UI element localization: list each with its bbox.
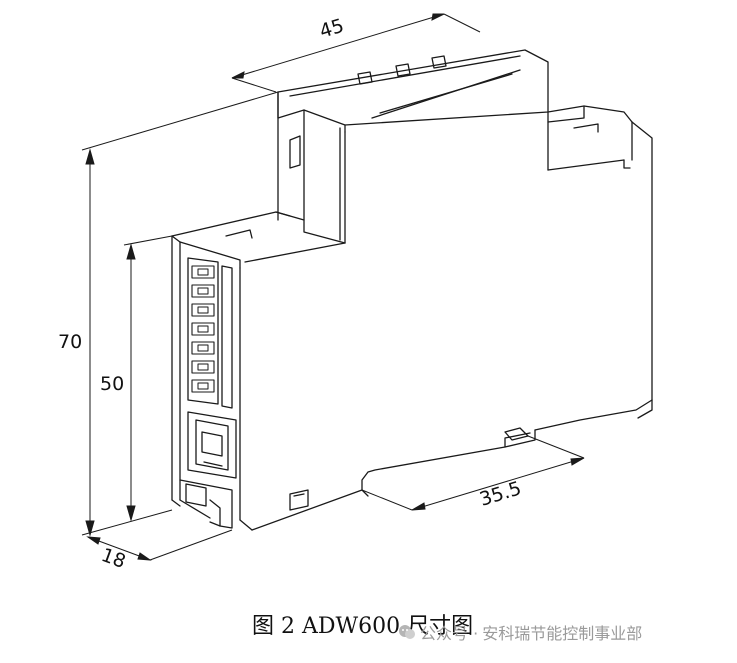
terminal-screw bbox=[197, 344, 209, 352]
terminal-slot bbox=[191, 303, 215, 317]
front-module bbox=[171, 211, 346, 529]
terminal-screws bbox=[191, 265, 215, 393]
terminal-slot bbox=[191, 379, 215, 393]
led-indicators bbox=[357, 55, 447, 85]
dimension-lines bbox=[81, 13, 585, 561]
watermark: 公众号 · 安科瑞节能控制事业部 bbox=[398, 620, 642, 644]
terminal-slot bbox=[191, 265, 215, 279]
terminal-slot bbox=[191, 284, 215, 298]
terminal-screw bbox=[197, 287, 209, 295]
dim-height-front-label: 50 bbox=[100, 373, 124, 395]
figure-caption: 图 2 ADW600 尺寸图 bbox=[252, 614, 474, 639]
dim-rail-label: 35.5 bbox=[477, 477, 524, 510]
terminal-screw bbox=[197, 382, 209, 390]
wechat-icon bbox=[399, 625, 415, 639]
dim-depth-label: 18 bbox=[98, 544, 128, 573]
terminal-screw bbox=[197, 363, 209, 371]
dim-width-label: 45 bbox=[317, 15, 347, 43]
watermark-name: 安科瑞节能控制事业部 bbox=[482, 624, 643, 643]
watermark-prefix: 公众号 · bbox=[420, 624, 479, 643]
terminal-screw bbox=[197, 306, 209, 314]
terminal-slot bbox=[191, 341, 215, 355]
terminal-slot bbox=[191, 360, 215, 374]
terminal-screw bbox=[197, 325, 209, 333]
dim-height-total-label: 70 bbox=[58, 331, 82, 353]
terminal-screw bbox=[197, 268, 209, 276]
terminal-slot bbox=[191, 322, 215, 336]
device-body bbox=[239, 49, 653, 531]
